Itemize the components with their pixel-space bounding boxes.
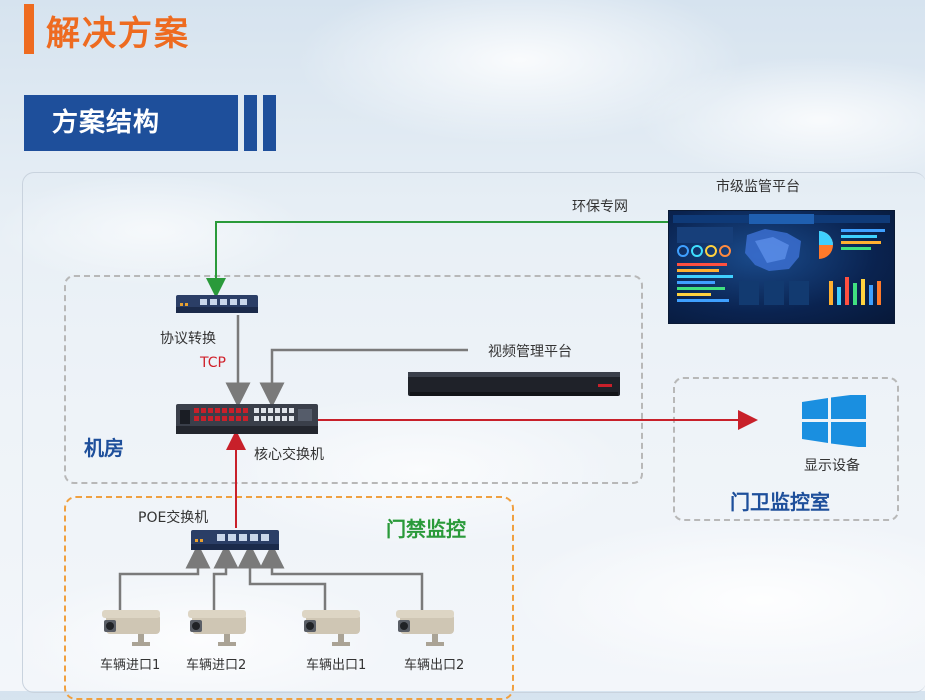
page-title: 解决方案 [46, 14, 190, 54]
server-room-label: 机房 [84, 436, 124, 460]
camera-icon-3 [302, 610, 360, 646]
video-platform-link [259, 348, 468, 408]
guard-room-zone [673, 377, 899, 521]
protocol-switch-icon [176, 295, 258, 313]
section-stripe-1 [244, 95, 257, 151]
camera-icon-1 [102, 610, 160, 646]
video-platform-label: 视频管理平台 [488, 344, 572, 360]
core-switch-label: 核心交换机 [254, 447, 324, 463]
city-platform-label: 市级监管平台 [716, 179, 800, 195]
env-network-link [206, 221, 668, 298]
camera-icon-4 [396, 610, 454, 646]
camera-label-4: 车辆出口2 [404, 658, 465, 673]
windows-logo-icon [802, 395, 866, 447]
camera-icon-2 [188, 610, 246, 646]
display-label: 显示设备 [804, 458, 860, 474]
section-title: 方案结构 [24, 95, 238, 151]
camera-label-1: 车辆进口1 [100, 658, 161, 673]
camera-link-3 [237, 543, 327, 612]
title-accent-bar [24, 4, 34, 54]
city-platform-screen [668, 210, 895, 324]
camera-link-1 [118, 543, 211, 612]
camera-link-2 [212, 543, 239, 612]
section-stripe-2 [263, 95, 276, 151]
nvr-server-icon [408, 372, 620, 396]
poe-switch-label: POE交换机 [138, 510, 209, 526]
env-network-label: 环保专网 [572, 199, 628, 215]
core-switch-icon [176, 404, 318, 434]
guard-room-label: 门卫监控室 [730, 490, 830, 514]
camera-label-3: 车辆出口1 [306, 658, 367, 673]
server-room-zone [64, 275, 643, 484]
poe-switch-icon [191, 530, 279, 550]
camera-label-2: 车辆进口2 [186, 658, 247, 673]
gate-control-label: 门禁监控 [386, 517, 466, 541]
tcp-label: TCP [200, 355, 226, 371]
camera-link-4 [259, 543, 424, 612]
protocol-switch-label: 协议转换 [160, 331, 216, 347]
